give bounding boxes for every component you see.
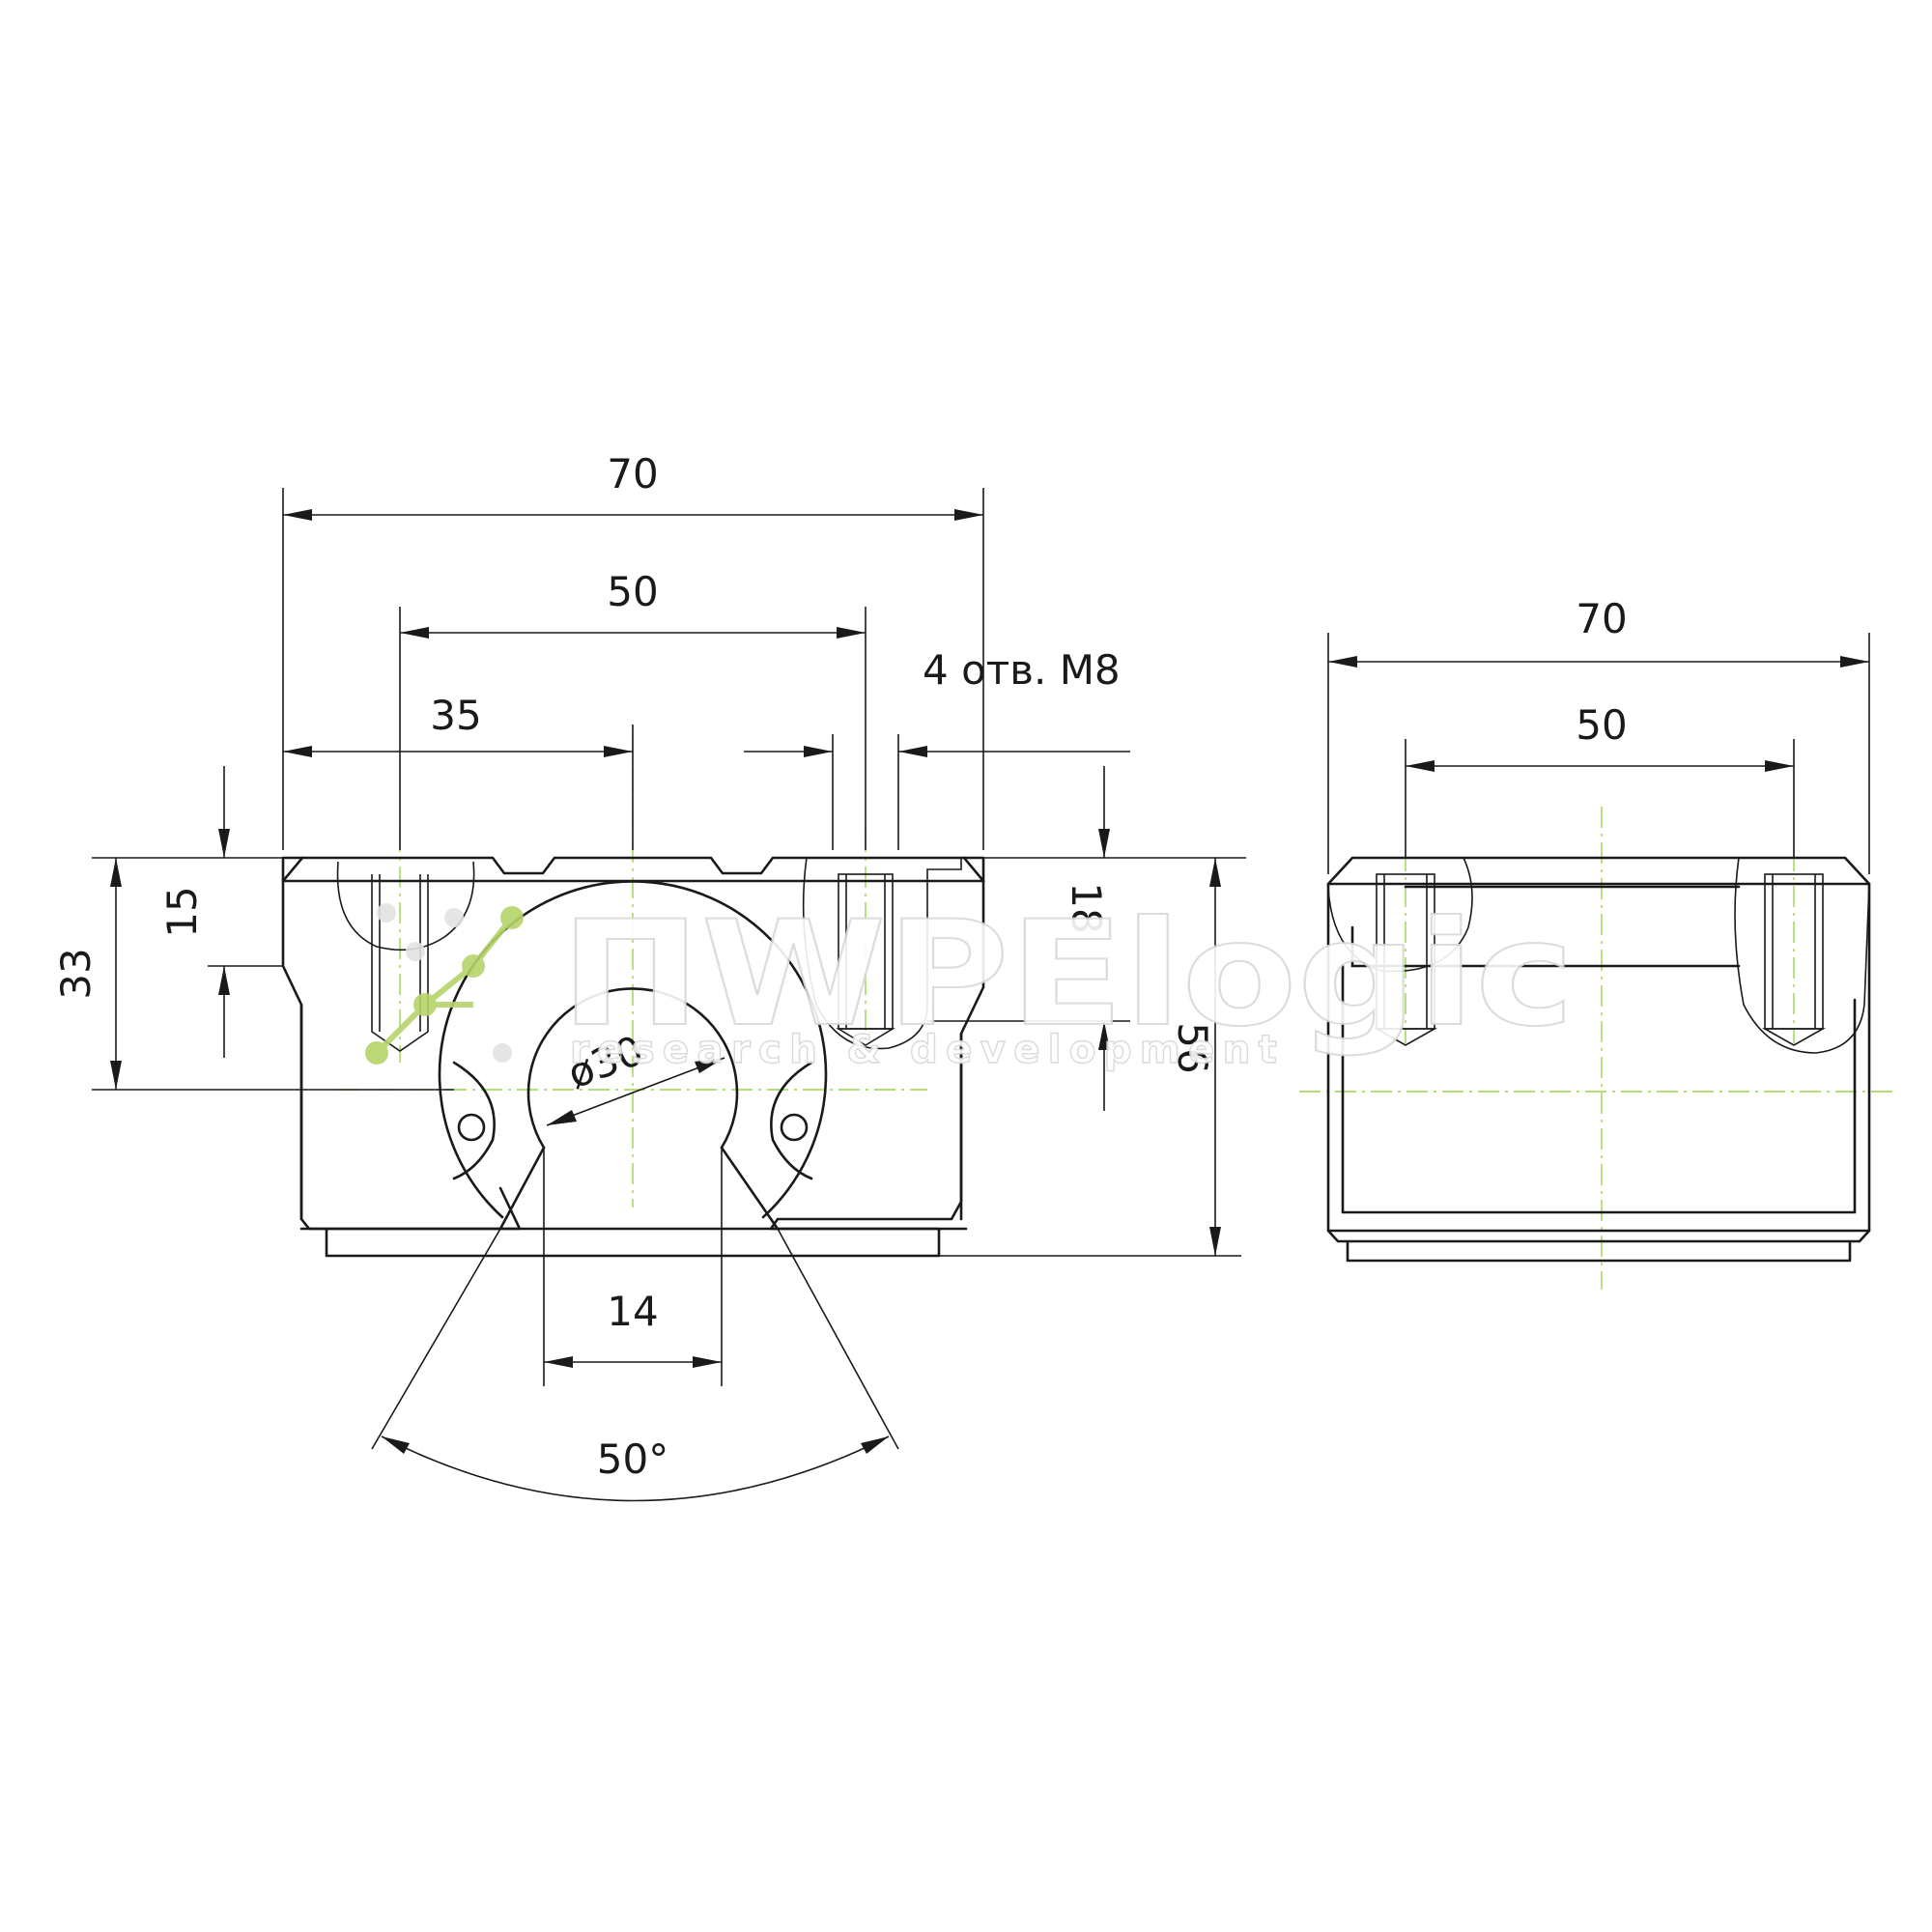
side-inner-body (1341, 964, 1857, 1214)
arrow (954, 509, 983, 521)
side-dim-text-hole-spacing: 50 (1576, 701, 1627, 749)
arrow (382, 1436, 410, 1454)
right-tapped-hole-tip (836, 1028, 895, 1046)
dim-arc-opening-angle (381, 1435, 890, 1502)
arrow (898, 746, 927, 757)
arrow (1406, 760, 1435, 772)
dim-text-total-height: 56 (1169, 1022, 1216, 1073)
left-breakout (336, 861, 475, 952)
arrow (218, 966, 230, 995)
dim-text-opening-angle: 50° (597, 1435, 668, 1483)
arrow (693, 1356, 722, 1368)
bearing-bore (526, 987, 739, 1150)
side-foot (1346, 1239, 1852, 1263)
front-dimensions: 70 50 35 4 отв. M8 15 33 (52, 450, 1246, 1502)
arrow (400, 627, 429, 639)
arrow (861, 1436, 889, 1454)
arrow (544, 1356, 573, 1368)
watermark-logo-text: ПWPElogic (560, 891, 1575, 1059)
arrow (1328, 656, 1357, 668)
side-left-tapped-hole-tip (1373, 1028, 1438, 1046)
arrow (837, 627, 866, 639)
arrow (604, 746, 633, 757)
dim-text-slot-width: 14 (607, 1288, 658, 1335)
watermark-logo-icon (365, 903, 524, 1065)
arrow (695, 1058, 724, 1073)
watermark-tagline: research & development (570, 1028, 1285, 1072)
right-section-hatch (802, 857, 962, 1050)
arrow (547, 1110, 577, 1125)
dim-line-bore-diameter (546, 1057, 725, 1126)
arrow (1098, 1021, 1110, 1050)
right-retainer-lug (770, 1061, 813, 1180)
arrow (1209, 1227, 1221, 1256)
bearing-outer-ring (438, 880, 828, 1219)
top-right-chamfer (962, 856, 985, 883)
dim-text-center-height: 33 (52, 948, 99, 999)
arrow (283, 746, 312, 757)
dim-text-center-offset: 35 (430, 692, 481, 739)
arrow (1209, 858, 1221, 887)
dim-text-hole-note: 4 отв. M8 (923, 646, 1121, 694)
slot-right-wall (720, 1146, 780, 1231)
left-tapped-hole (371, 874, 429, 1052)
side-right-section-hatch (1734, 857, 1870, 1054)
dim-text-top-to-step: 15 (158, 886, 206, 937)
arrow (110, 858, 122, 887)
ext-angle-right (777, 1228, 899, 1450)
side-view (1299, 807, 1898, 1290)
right-retainer-hole (780, 1113, 809, 1142)
front-view (281, 734, 985, 1258)
side-right-tapped-hole-tip (1761, 1028, 1827, 1046)
side-dim-text-length: 70 (1576, 595, 1627, 642)
arrow (1098, 829, 1110, 858)
arrow (218, 829, 230, 858)
side-left-breakout (1327, 857, 1473, 973)
dim-text-hole-spacing: 50 (607, 568, 658, 615)
ext-angle-left (371, 1228, 501, 1450)
watermark: ПWPElogic research & development (365, 890, 1576, 1073)
left-retainer-hole (457, 1113, 486, 1142)
top-left-chamfer (281, 856, 304, 883)
slot-left-wall (498, 1146, 546, 1231)
arrow (283, 509, 312, 521)
arrow (1765, 760, 1794, 772)
arrow (110, 1061, 122, 1090)
arrow (1840, 656, 1869, 668)
dim-text-overall-width: 70 (607, 450, 658, 497)
dim-text-thread-depth: 18 (1063, 882, 1110, 933)
left-retainer-lug (452, 1061, 496, 1180)
arrow (804, 746, 833, 757)
side-dimensions: 70 50 (1327, 595, 1870, 874)
housing-outline (281, 856, 985, 1258)
